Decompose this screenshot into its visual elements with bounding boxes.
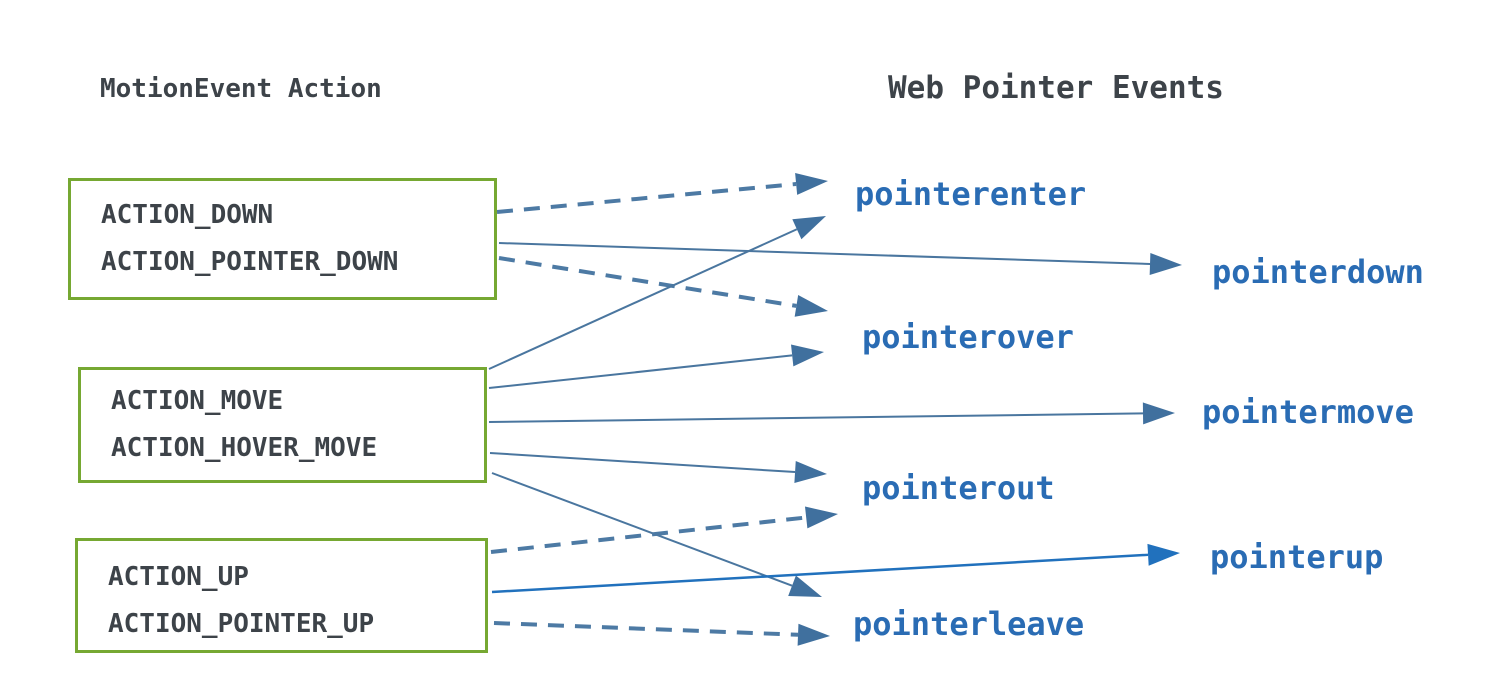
action-label-action-up: ACTION_UP xyxy=(108,561,249,592)
arrowhead-up-to-pointerleave-icon xyxy=(797,623,830,646)
action-label-action-down: ACTION_DOWN xyxy=(101,200,274,230)
action-label-action-pointer-up: ACTION_POINTER_UP xyxy=(108,608,375,639)
connector-move-to-pointermove xyxy=(488,412,1144,423)
event-label-pointerenter: pointerenter xyxy=(855,175,1087,213)
arrowhead-move-to-pointerleave-icon xyxy=(788,575,822,597)
right-column-header: Web Pointer Events xyxy=(888,70,1224,106)
arrowhead-down-to-pointerenter-icon xyxy=(795,173,828,195)
arrowhead-up-to-pointerup-icon xyxy=(1147,543,1180,566)
arrowhead-down-to-pointerover-icon xyxy=(794,295,828,317)
arrowhead-move-to-pointerout-icon xyxy=(794,461,827,483)
connector-move-to-pointerout xyxy=(489,452,796,474)
event-label-pointerleave: pointerleave xyxy=(853,605,1085,643)
action-label-action-pointer-down: ACTION_POINTER_DOWN xyxy=(101,247,399,277)
connector-up-to-pointerup xyxy=(491,553,1149,594)
arrowhead-up-to-pointerout-icon xyxy=(804,506,838,529)
arrowhead-move-to-pointermove-icon xyxy=(1142,402,1175,425)
action-box-up: ACTION_UP ACTION_POINTER_UP xyxy=(75,538,488,653)
event-label-pointerout: pointerout xyxy=(862,469,1055,507)
event-label-pointerup: pointerup xyxy=(1210,538,1384,576)
connector-up-to-pointerout xyxy=(490,515,807,554)
connector-move-to-pointerenter xyxy=(488,228,798,370)
action-box-down: ACTION_DOWN ACTION_POINTER_DOWN xyxy=(68,178,497,300)
connector-move-to-pointerleave xyxy=(491,472,793,587)
action-label-action-move: ACTION_MOVE xyxy=(111,386,284,416)
arrowhead-move-to-pointerenter-icon xyxy=(792,216,826,240)
connector-down-to-pointerover xyxy=(498,256,797,308)
event-label-pointerover: pointerover xyxy=(862,318,1074,356)
left-column-header: MotionEvent Action xyxy=(100,74,382,104)
event-label-pointermove: pointermove xyxy=(1202,393,1414,431)
arrowhead-down-to-pointerdown-icon xyxy=(1149,252,1182,275)
connector-move-to-pointerover xyxy=(488,354,793,389)
connector-down-to-pointerdown xyxy=(498,242,1151,265)
event-label-pointerdown: pointerdown xyxy=(1212,253,1424,291)
connector-up-to-pointerleave xyxy=(493,621,799,637)
arrowhead-move-to-pointerover-icon xyxy=(791,344,824,367)
connector-down-to-pointerenter xyxy=(496,181,797,214)
action-label-action-hover-move: ACTION_HOVER_MOVE xyxy=(111,433,378,463)
action-box-move: ACTION_MOVE ACTION_HOVER_MOVE xyxy=(78,367,487,483)
